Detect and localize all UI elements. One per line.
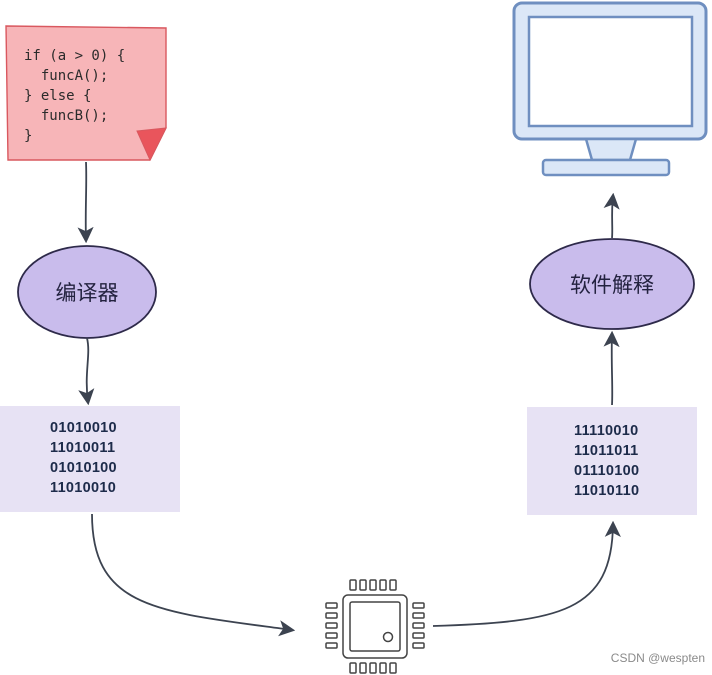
monitor-base xyxy=(541,158,671,177)
binary-line: 11011011 xyxy=(574,443,639,459)
watermark: CSDN @wespten xyxy=(611,651,705,665)
binary-line: 11110010 xyxy=(574,423,639,439)
cpu-chip-icon xyxy=(325,579,425,674)
software-interpret-label: 软件解释 xyxy=(570,273,654,297)
binary-line: 11010110 xyxy=(574,483,639,499)
binary-line: 11010011 xyxy=(50,440,115,456)
compiler-node: 编译器 xyxy=(17,245,157,339)
software-interpret-node: 软件解释 xyxy=(529,238,695,330)
note-curled-corner xyxy=(136,127,167,162)
binary-line: 11010010 xyxy=(50,480,116,496)
arrow-interpreter-to-monitor xyxy=(603,192,620,239)
code-line: if (a > 0) { xyxy=(24,48,125,64)
arrow-binary-to-cpu xyxy=(91,513,296,637)
monitor-neck xyxy=(584,137,638,162)
compiler-label: 编译器 xyxy=(56,281,119,305)
code-line: } else { xyxy=(24,88,91,104)
monitor-icon xyxy=(512,1,708,177)
software-interpret-ellipse xyxy=(529,238,695,330)
binary-line: 01010010 xyxy=(50,420,117,436)
code-line: funcA(); xyxy=(24,68,108,84)
arrow-binary-to-interpreter xyxy=(603,330,620,406)
code-line: funcB(); xyxy=(24,108,108,124)
monitor-screen xyxy=(527,15,694,128)
binary-line: 01110100 xyxy=(574,463,639,479)
binary-box-right: 11110010 11011011 01110100 11010110 xyxy=(527,407,697,515)
code-line: } xyxy=(24,128,32,144)
binary-box-left-bg xyxy=(0,406,180,512)
arrow-cpu-to-binary xyxy=(432,520,621,627)
source-code-note: if (a > 0) { funcA(); } else { funcB(); … xyxy=(5,25,167,162)
arrow-code-to-compiler xyxy=(77,161,94,244)
binary-box-left: 01010010 11010011 01010100 11010010 xyxy=(0,406,180,512)
binary-box-right-bg xyxy=(527,407,697,515)
binary-line: 01010100 xyxy=(50,460,117,476)
arrow-compiler-to-binary xyxy=(78,337,95,406)
